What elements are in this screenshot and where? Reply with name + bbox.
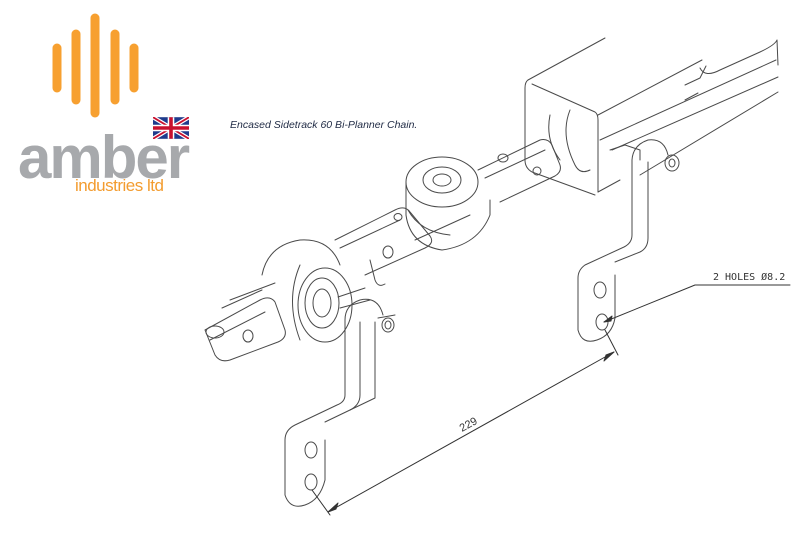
chain-link-upper: [477, 139, 641, 203]
brand-subtitle: industries ltd: [75, 176, 164, 195]
brand-name: amber: [18, 124, 190, 191]
drawing-caption: Encased Sidetrack 60 Bi-Planner Chain.: [230, 119, 418, 131]
chain-link-middle: [334, 207, 471, 286]
track-casing: [524, 37, 779, 196]
roller-vertical: [261, 239, 371, 343]
mounting-bracket-right: [577, 139, 680, 342]
holes-leader: [603, 284, 791, 323]
uk-flag-icon: [153, 117, 189, 139]
roller-horizontal: [405, 156, 491, 251]
dimension-line-229: [311, 329, 619, 516]
chain-link-left: [204, 282, 286, 362]
holes-note-label: 2 HOLES Ø8.2: [713, 271, 785, 283]
mounting-bracket-left: [284, 298, 396, 507]
dimension-label-229: 229: [458, 415, 480, 434]
amber-logo: amber industries ltd: [0, 0, 220, 210]
amber-bars-icon: [52, 13, 139, 118]
